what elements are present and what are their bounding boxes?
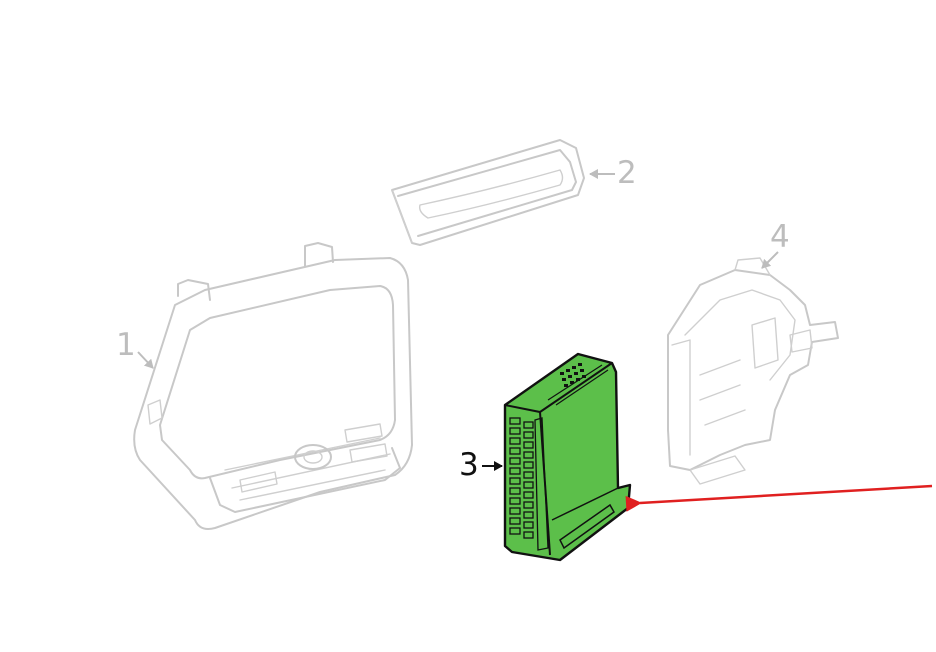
part-3-module-highlighted[interactable] bbox=[503, 352, 632, 562]
red-pointer-arrow bbox=[625, 484, 933, 512]
part-label-1: 1 bbox=[116, 327, 136, 363]
part-2-trim-bezel bbox=[391, 139, 585, 246]
part-4-bracket bbox=[667, 257, 839, 485]
module-vent-grid bbox=[560, 363, 586, 387]
part-1-console-housing bbox=[133, 242, 413, 530]
part-label-4: 4 bbox=[770, 219, 790, 255]
part-label-3: 3 bbox=[459, 447, 479, 483]
part-label-2: 2 bbox=[617, 155, 637, 191]
module-side-slot bbox=[559, 503, 615, 550]
module-connector-pins bbox=[509, 417, 549, 551]
leader-1 bbox=[137, 351, 154, 369]
leader-4 bbox=[761, 251, 779, 269]
